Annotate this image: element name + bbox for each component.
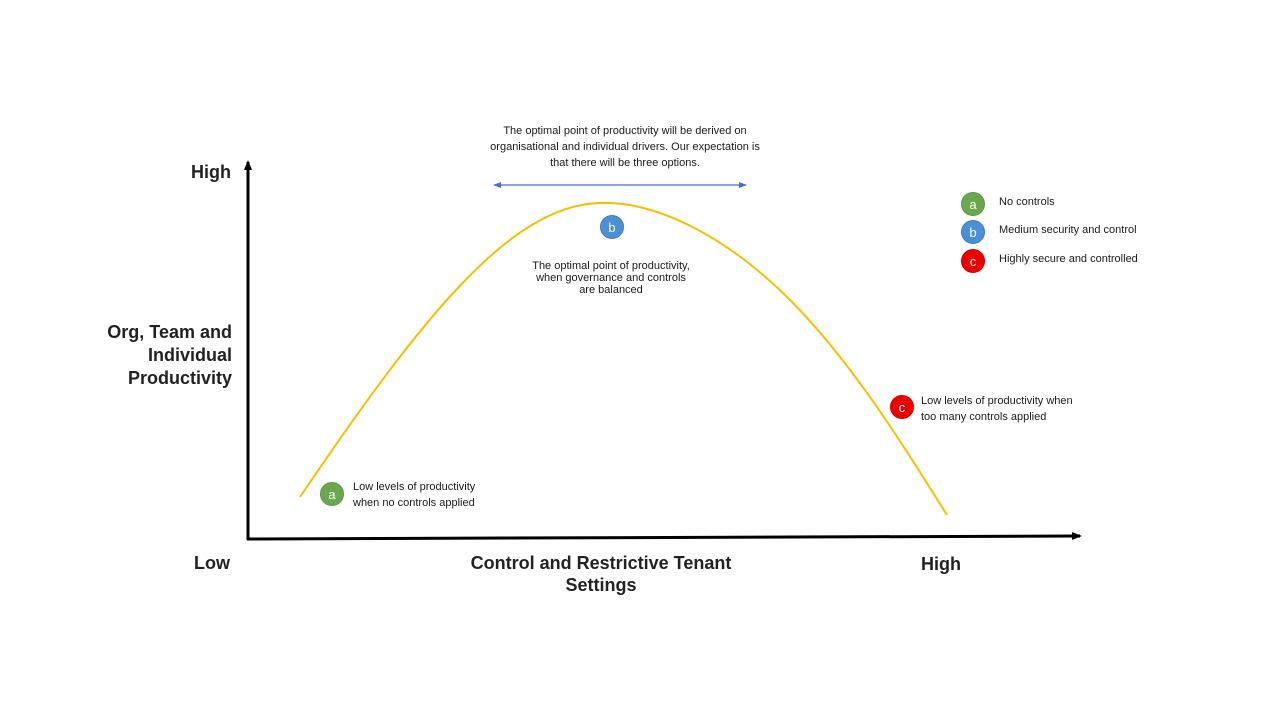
point-c-description: Low levels of productivity when too many… <box>921 393 1073 425</box>
y-axis-label-line: Individual <box>147 345 232 365</box>
y-axis-label-line: Productivity <box>127 368 232 388</box>
point-a-line: Low levels of productivity <box>353 481 476 493</box>
point-b-description: The optimal point of productivity, when … <box>500 260 722 296</box>
point-c-line: too many controls applied <box>921 411 1047 423</box>
point-b-line: The optimal point of productivity, <box>532 260 690 272</box>
x-axis-low-label: Low <box>194 553 230 573</box>
point-c-marker: c <box>890 395 914 419</box>
productivity-curve <box>299 201 948 516</box>
y-axis-high-label: High <box>191 162 231 182</box>
legend-a-marker: a <box>961 192 985 216</box>
note-line: that there will be three options. <box>550 157 700 169</box>
note-line: organisational and individual drivers. O… <box>490 141 760 153</box>
y-axis-label: Org, Team and Individual Productivity <box>107 321 232 390</box>
note-line: The optimal point of productivity will b… <box>503 125 747 137</box>
optimal-point-note: The optimal point of productivity will b… <box>460 123 790 171</box>
legend-a-label: No controls <box>999 196 1055 208</box>
point-c-line: Low levels of productivity when <box>921 395 1073 407</box>
x-axis-high-label: High <box>921 554 961 574</box>
x-axis-label-line: Settings <box>565 575 637 595</box>
point-a-line: when no controls applied <box>353 497 475 509</box>
point-b-line: are balanced <box>579 284 643 296</box>
x-axis-label: Control and Restrictive Tenant Settings <box>470 552 732 596</box>
point-b-line: when governance and controls <box>536 272 686 284</box>
point-b-marker: b <box>600 215 624 239</box>
x-axis <box>246 532 1082 541</box>
legend-c-label: Highly secure and controlled <box>999 253 1138 265</box>
legend-b-marker: b <box>961 220 985 244</box>
point-a-description: Low levels of productivity when no contr… <box>353 479 475 511</box>
point-a-marker: a <box>320 482 344 506</box>
legend-c-marker: c <box>961 249 985 273</box>
x-axis-label-line: Control and Restrictive Tenant <box>470 553 732 573</box>
y-axis-label-line: Org, Team and <box>107 322 232 342</box>
legend-b-label: Medium security and control <box>999 224 1137 236</box>
